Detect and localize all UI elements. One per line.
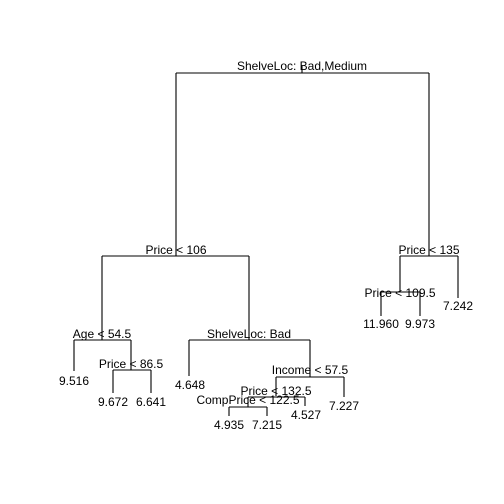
leaf-value: 7.227: [329, 399, 359, 413]
split-label-income: Income < 57.5: [272, 363, 349, 377]
leaf-value: 7.242: [443, 299, 473, 313]
split-labels: ShelveLoc: Bad,Medium Price < 106 Price …: [73, 59, 460, 407]
leaf-value: 6.641: [136, 395, 166, 409]
leaf-value: 7.215: [252, 418, 282, 432]
split-label-compprice: CompPrice < 122.5: [196, 393, 299, 407]
split-label-price-109: Price < 109.5: [364, 286, 435, 300]
leaf-value: 11.960: [363, 317, 399, 331]
split-label-shelveloc-bad: ShelveLoc: Bad: [207, 327, 291, 341]
leaf-value: 4.648: [175, 378, 205, 392]
split-label-root: ShelveLoc: Bad,Medium: [237, 59, 367, 73]
leaf-value: 9.516: [59, 374, 89, 388]
tree-edges: [73, 66, 459, 416]
split-label-price-135: Price < 135: [398, 243, 459, 257]
split-label-price-106: Price < 106: [145, 243, 206, 257]
leaf-value: 9.973: [405, 317, 435, 331]
leaf-value: 9.672: [98, 395, 128, 409]
split-label-price-86: Price < 86.5: [99, 357, 164, 371]
leaf-value: 4.527: [291, 408, 321, 422]
split-label-price-132: Price < 132.5: [240, 384, 311, 398]
split-label-age: Age < 54.5: [73, 327, 132, 341]
leaf-labels: 9.516 9.672 6.641 4.648 4.935 7.215 4.52…: [59, 299, 473, 432]
leaf-value: 4.935: [214, 418, 244, 432]
